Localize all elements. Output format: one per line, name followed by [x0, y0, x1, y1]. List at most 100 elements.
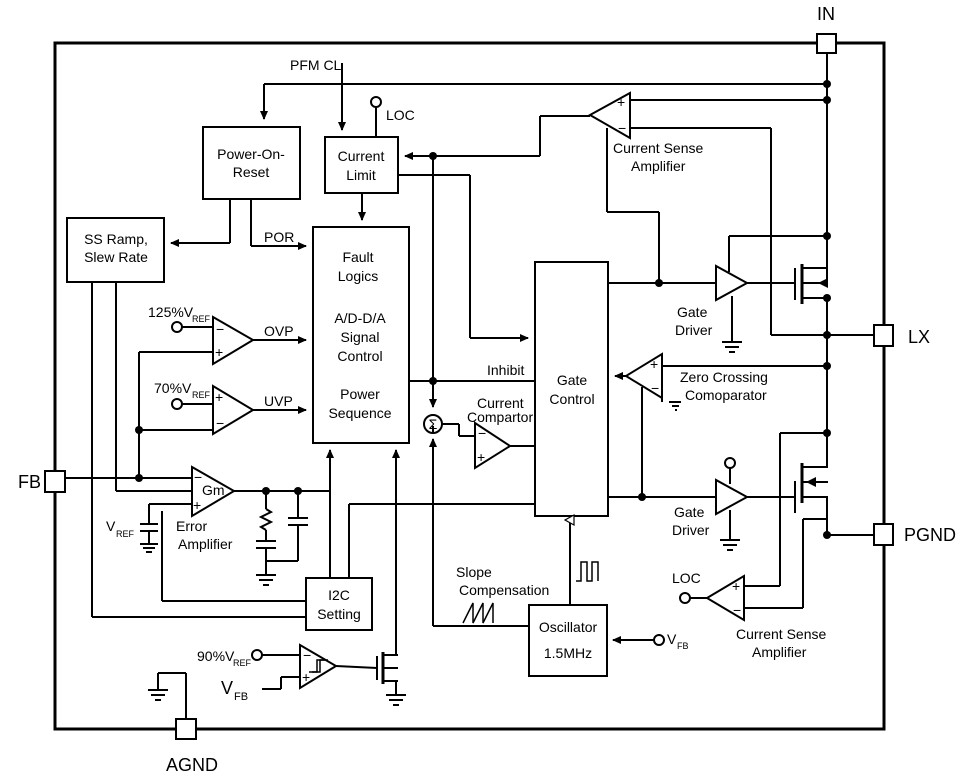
current-comp-label-1: Current — [477, 395, 524, 411]
svg-text:+: + — [193, 497, 201, 513]
svg-text:REF: REF — [233, 658, 252, 668]
ss-ramp-block: SS Ramp, Slew Rate — [66, 217, 165, 283]
svg-text:+: + — [302, 669, 310, 685]
pin-fb: FB — [18, 470, 66, 493]
svg-text:Reset: Reset — [233, 164, 270, 180]
gate-driver-top-label-1: Gate — [677, 304, 708, 320]
pg-vfb-label: V — [221, 678, 233, 698]
svg-text:−: − — [478, 425, 486, 441]
svg-text:+: + — [477, 449, 485, 465]
svg-text:Logics: Logics — [338, 268, 378, 284]
i2c-setting-block: I2C Setting — [305, 577, 373, 631]
ovp-ref-label: 125%V — [148, 304, 194, 320]
svg-text:FB: FB — [234, 691, 248, 703]
svg-text:Fault: Fault — [342, 249, 373, 265]
error-amplifier: Gm − + — [191, 465, 236, 518]
pin-lx-label: LX — [908, 327, 930, 347]
low-side-mosfet — [794, 463, 828, 513]
svg-text:Power: Power — [340, 386, 380, 402]
sawtooth-waveform-icon — [462, 602, 494, 624]
pin-agnd: AGND — [166, 718, 218, 775]
svg-text:REF: REF — [192, 314, 211, 324]
svg-text:Gm: Gm — [202, 482, 225, 498]
vref-label: V — [106, 518, 116, 534]
gate-control-block: Gate Control — [534, 261, 609, 517]
pin-fb-label: FB — [18, 472, 41, 492]
svg-text:Signal: Signal — [341, 329, 380, 345]
svg-text:REF: REF — [116, 529, 135, 539]
loc-bottom-label: LOC — [672, 570, 701, 586]
csa-top-label-1: Current Sense — [613, 140, 703, 156]
svg-text:+: + — [617, 94, 625, 110]
pin-pgnd: PGND — [873, 523, 956, 546]
svg-text:Setting: Setting — [317, 606, 361, 622]
svg-text:Σ: Σ — [429, 416, 438, 432]
power-on-reset-block: Power-On- Reset — [202, 126, 301, 200]
por-label: POR — [264, 229, 294, 245]
pin-lx: LX — [873, 324, 930, 347]
uvp-ref-label: 70%V — [154, 380, 192, 396]
svg-text:Gate: Gate — [557, 372, 588, 388]
current-sense-amplifier-top: + − — [587, 91, 631, 140]
pin-in-label: IN — [817, 4, 835, 24]
svg-text:−: − — [618, 120, 626, 136]
power-good-comparator: − + — [299, 643, 338, 690]
svg-text:SS Ramp,: SS Ramp, — [84, 231, 148, 247]
current-sense-amplifier-bottom: + − — [705, 574, 745, 622]
svg-text:FB: FB — [677, 641, 689, 651]
svg-text:Oscillator: Oscillator — [539, 619, 598, 635]
gate-driver-bottom-label-1: Gate — [674, 504, 705, 520]
loc-top-label: LOC — [386, 107, 415, 123]
pin-pgnd-label: PGND — [904, 525, 956, 545]
svg-text:REF: REF — [192, 390, 211, 400]
svg-text:−: − — [733, 602, 741, 618]
csa-bottom-label-1: Current Sense — [736, 626, 826, 642]
svg-text:1.5MHz: 1.5MHz — [544, 645, 592, 661]
terminals — [171, 96, 691, 661]
svg-text:−: − — [216, 415, 224, 431]
current-limit-block: Current Limit — [324, 136, 399, 194]
error-amp-label-1: Error — [176, 518, 207, 534]
svg-text:−: − — [651, 380, 659, 396]
gate-driver-bottom-label-2: Driver — [672, 522, 710, 538]
ovp-comparator: − + — [212, 315, 255, 366]
wiring — [65, 53, 874, 719]
svg-text:+: + — [215, 389, 223, 405]
svg-text:Power-On-: Power-On- — [217, 146, 285, 162]
svg-text:Slew Rate: Slew Rate — [84, 249, 148, 265]
svg-text:−: − — [216, 321, 224, 337]
svg-text:Control: Control — [337, 348, 382, 364]
svg-text:+: + — [650, 356, 658, 372]
zero-crossing-comparator: + − — [624, 352, 663, 400]
gate-driver-bottom — [715, 478, 750, 516]
pfm-cl-label: PFM CL — [290, 57, 342, 73]
power-good-mosfet — [376, 652, 398, 684]
svg-text:Control: Control — [549, 391, 594, 407]
junction-dots — [135, 80, 831, 539]
oscillator-block: Oscillator 1.5MHz — [528, 604, 608, 677]
svg-text:Sequence: Sequence — [328, 405, 391, 421]
uvp-comparator: + − — [212, 384, 255, 436]
fault-logics-block: Fault Logics A/D-D/A Signal Control Powe… — [312, 226, 410, 444]
ovp-label: OVP — [264, 323, 294, 339]
zero-cross-label-2: Comoparator — [685, 387, 767, 403]
slope-comp-label-2: Compensation — [459, 582, 549, 598]
osc-vfb-label: V — [667, 631, 677, 647]
svg-text:Limit: Limit — [346, 167, 376, 183]
gate-driver-top — [715, 264, 750, 302]
slope-comp-label-1: Slope — [456, 564, 492, 580]
pin-agnd-label: AGND — [166, 755, 218, 775]
csa-bottom-label-2: Amplifier — [752, 644, 807, 660]
error-amp-label-2: Amplifier — [178, 536, 233, 552]
uvp-label: UVP — [264, 393, 293, 409]
svg-text:A/D-D/A: A/D-D/A — [334, 310, 386, 326]
csa-top-label-2: Amplifier — [631, 158, 686, 174]
current-comp-label-2: Compartor — [467, 409, 533, 425]
zero-cross-label-1: Zero Crossing — [680, 369, 768, 385]
pg-ref-label: 90%V — [197, 648, 235, 664]
svg-text:Current: Current — [338, 148, 385, 164]
chip-outline — [53, 41, 886, 731]
svg-text:+: + — [215, 344, 223, 360]
svg-text:−: − — [303, 647, 311, 663]
